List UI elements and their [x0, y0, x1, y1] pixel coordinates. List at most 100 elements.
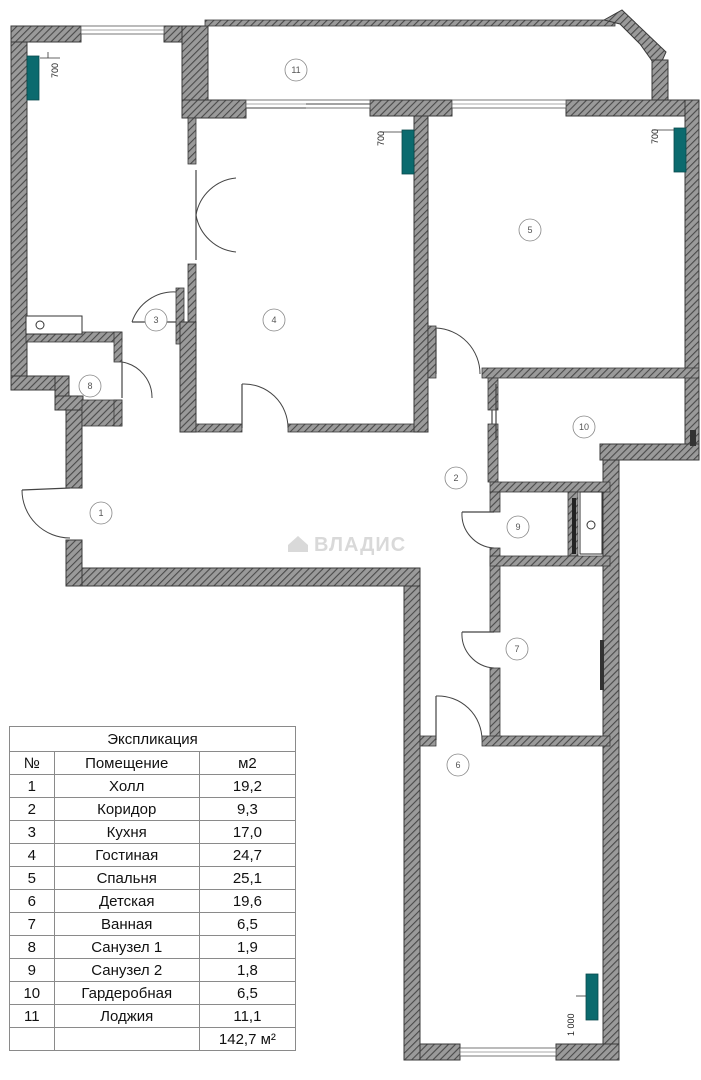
cell-room: Санузел 2 [53, 958, 200, 982]
svg-text:4: 4 [271, 315, 276, 325]
wall-wardrobe-bottom [599, 443, 700, 461]
cell-area: 11,1 [198, 1004, 297, 1028]
wall-east-bedroom [684, 99, 700, 461]
wall-bath-child [481, 735, 611, 747]
cell-room: Ванная [53, 912, 200, 936]
wall-wardrobe-west-upper [487, 377, 499, 411]
cell-num: 10 [9, 981, 55, 1005]
wall-living-west-lower [179, 321, 197, 433]
room-label-2: 2 [444, 466, 468, 490]
wall-corridor-stub [427, 325, 437, 379]
cell-area: 1,9 [198, 935, 297, 959]
cell-area: 6,5 [198, 912, 297, 936]
wall-kitchen-top-left [10, 25, 82, 43]
svg-text:7: 7 [514, 644, 519, 654]
door-child [435, 695, 483, 741]
cell-num: 7 [9, 912, 55, 936]
wall-west-kitchen [10, 25, 28, 391]
wardrobe-riser [690, 430, 696, 446]
svg-text:10: 10 [579, 422, 589, 432]
cell-room: Спальня [53, 866, 200, 890]
wall-wc1-east-upper [113, 331, 123, 363]
room-label-7: 7 [505, 637, 529, 661]
total-area: 142,7 м² [198, 1027, 297, 1051]
cell-room: Коридор [53, 797, 200, 821]
header-room: Помещение [53, 751, 200, 775]
header-area: м2 [198, 751, 297, 775]
wall-loggia-sw [181, 99, 247, 119]
watermark-text: ВЛАДИС [314, 534, 406, 556]
svg-text:11: 11 [291, 65, 300, 75]
cell-area: 25,1 [198, 866, 297, 890]
dim-bedroom-radiator: 700 [650, 129, 660, 144]
wall-loggia-top [204, 19, 616, 27]
kitchen-sink [25, 315, 83, 335]
wall-loggia-east [651, 59, 669, 103]
cell-area: 17,0 [198, 820, 297, 844]
radiator-bedroom [673, 127, 687, 173]
bath-riser [600, 640, 604, 690]
wall-bedroom-top-left [369, 99, 453, 117]
header-num: № [9, 751, 55, 775]
dim-living-radiator: 700 [376, 131, 386, 146]
cell-num: 11 [9, 1004, 55, 1028]
svg-text:2: 2 [453, 473, 458, 483]
wall-kitchen-living-upper [187, 117, 197, 165]
cell-room: Санузел 1 [53, 935, 200, 959]
wall-child-bottom-right [555, 1043, 620, 1061]
dim-child-radiator: 1 000 [566, 1013, 576, 1036]
wc2-fixture [579, 491, 603, 555]
wall-bedroom-bottom [481, 367, 700, 379]
door-entry [21, 489, 71, 539]
wall-wardrobe-wc2 [489, 481, 611, 493]
exterior-walls [10, 9, 700, 1061]
room-label-10: 10 [572, 415, 596, 439]
wall-living-bottom-right [287, 423, 423, 433]
wall-wc2-bath [489, 555, 611, 567]
cell-area: 1,8 [198, 958, 297, 982]
door-double-left [195, 177, 237, 216]
cell-area: 24,7 [198, 843, 297, 867]
room-label-5: 5 [518, 218, 542, 242]
cell-area: 19,6 [198, 889, 297, 913]
door-wc1 [121, 361, 153, 399]
explication-title: Экспликация [9, 726, 296, 752]
cell-room: Холл [53, 774, 200, 798]
radiator-living [401, 129, 415, 175]
table-total-row: 142,7 м² [9, 1027, 297, 1051]
wall-bath-west [489, 667, 501, 743]
cell-area: 9,3 [198, 797, 297, 821]
watermark: ВЛАДИС [288, 534, 406, 556]
dim-kitchen-radiator: 700 [50, 63, 60, 78]
total-num-empty [9, 1027, 55, 1051]
table-header-row: № Помещение м2 [9, 751, 297, 775]
cell-area: 19,2 [198, 774, 297, 798]
room-label-6: 6 [446, 753, 470, 777]
cell-num: 6 [9, 889, 55, 913]
svg-text:9: 9 [515, 522, 520, 532]
svg-text:8: 8 [87, 381, 92, 391]
wall-bedroom-top-right [565, 99, 700, 117]
total-room-empty [53, 1027, 200, 1051]
radiators: 700 700 700 1 000 [26, 52, 687, 1036]
interior-walls [25, 115, 700, 747]
svg-text:6: 6 [455, 760, 460, 770]
fixtures [25, 315, 696, 690]
wall-hall-west-lower [65, 539, 83, 587]
cell-room: Гостиная [53, 843, 200, 867]
door-kitchen [131, 291, 177, 323]
cell-num: 1 [9, 774, 55, 798]
door-double-right [195, 214, 237, 253]
door-bath [461, 631, 495, 669]
wall-child-west [403, 577, 421, 1061]
radiator-kitchen [26, 55, 40, 101]
cell-num: 2 [9, 797, 55, 821]
